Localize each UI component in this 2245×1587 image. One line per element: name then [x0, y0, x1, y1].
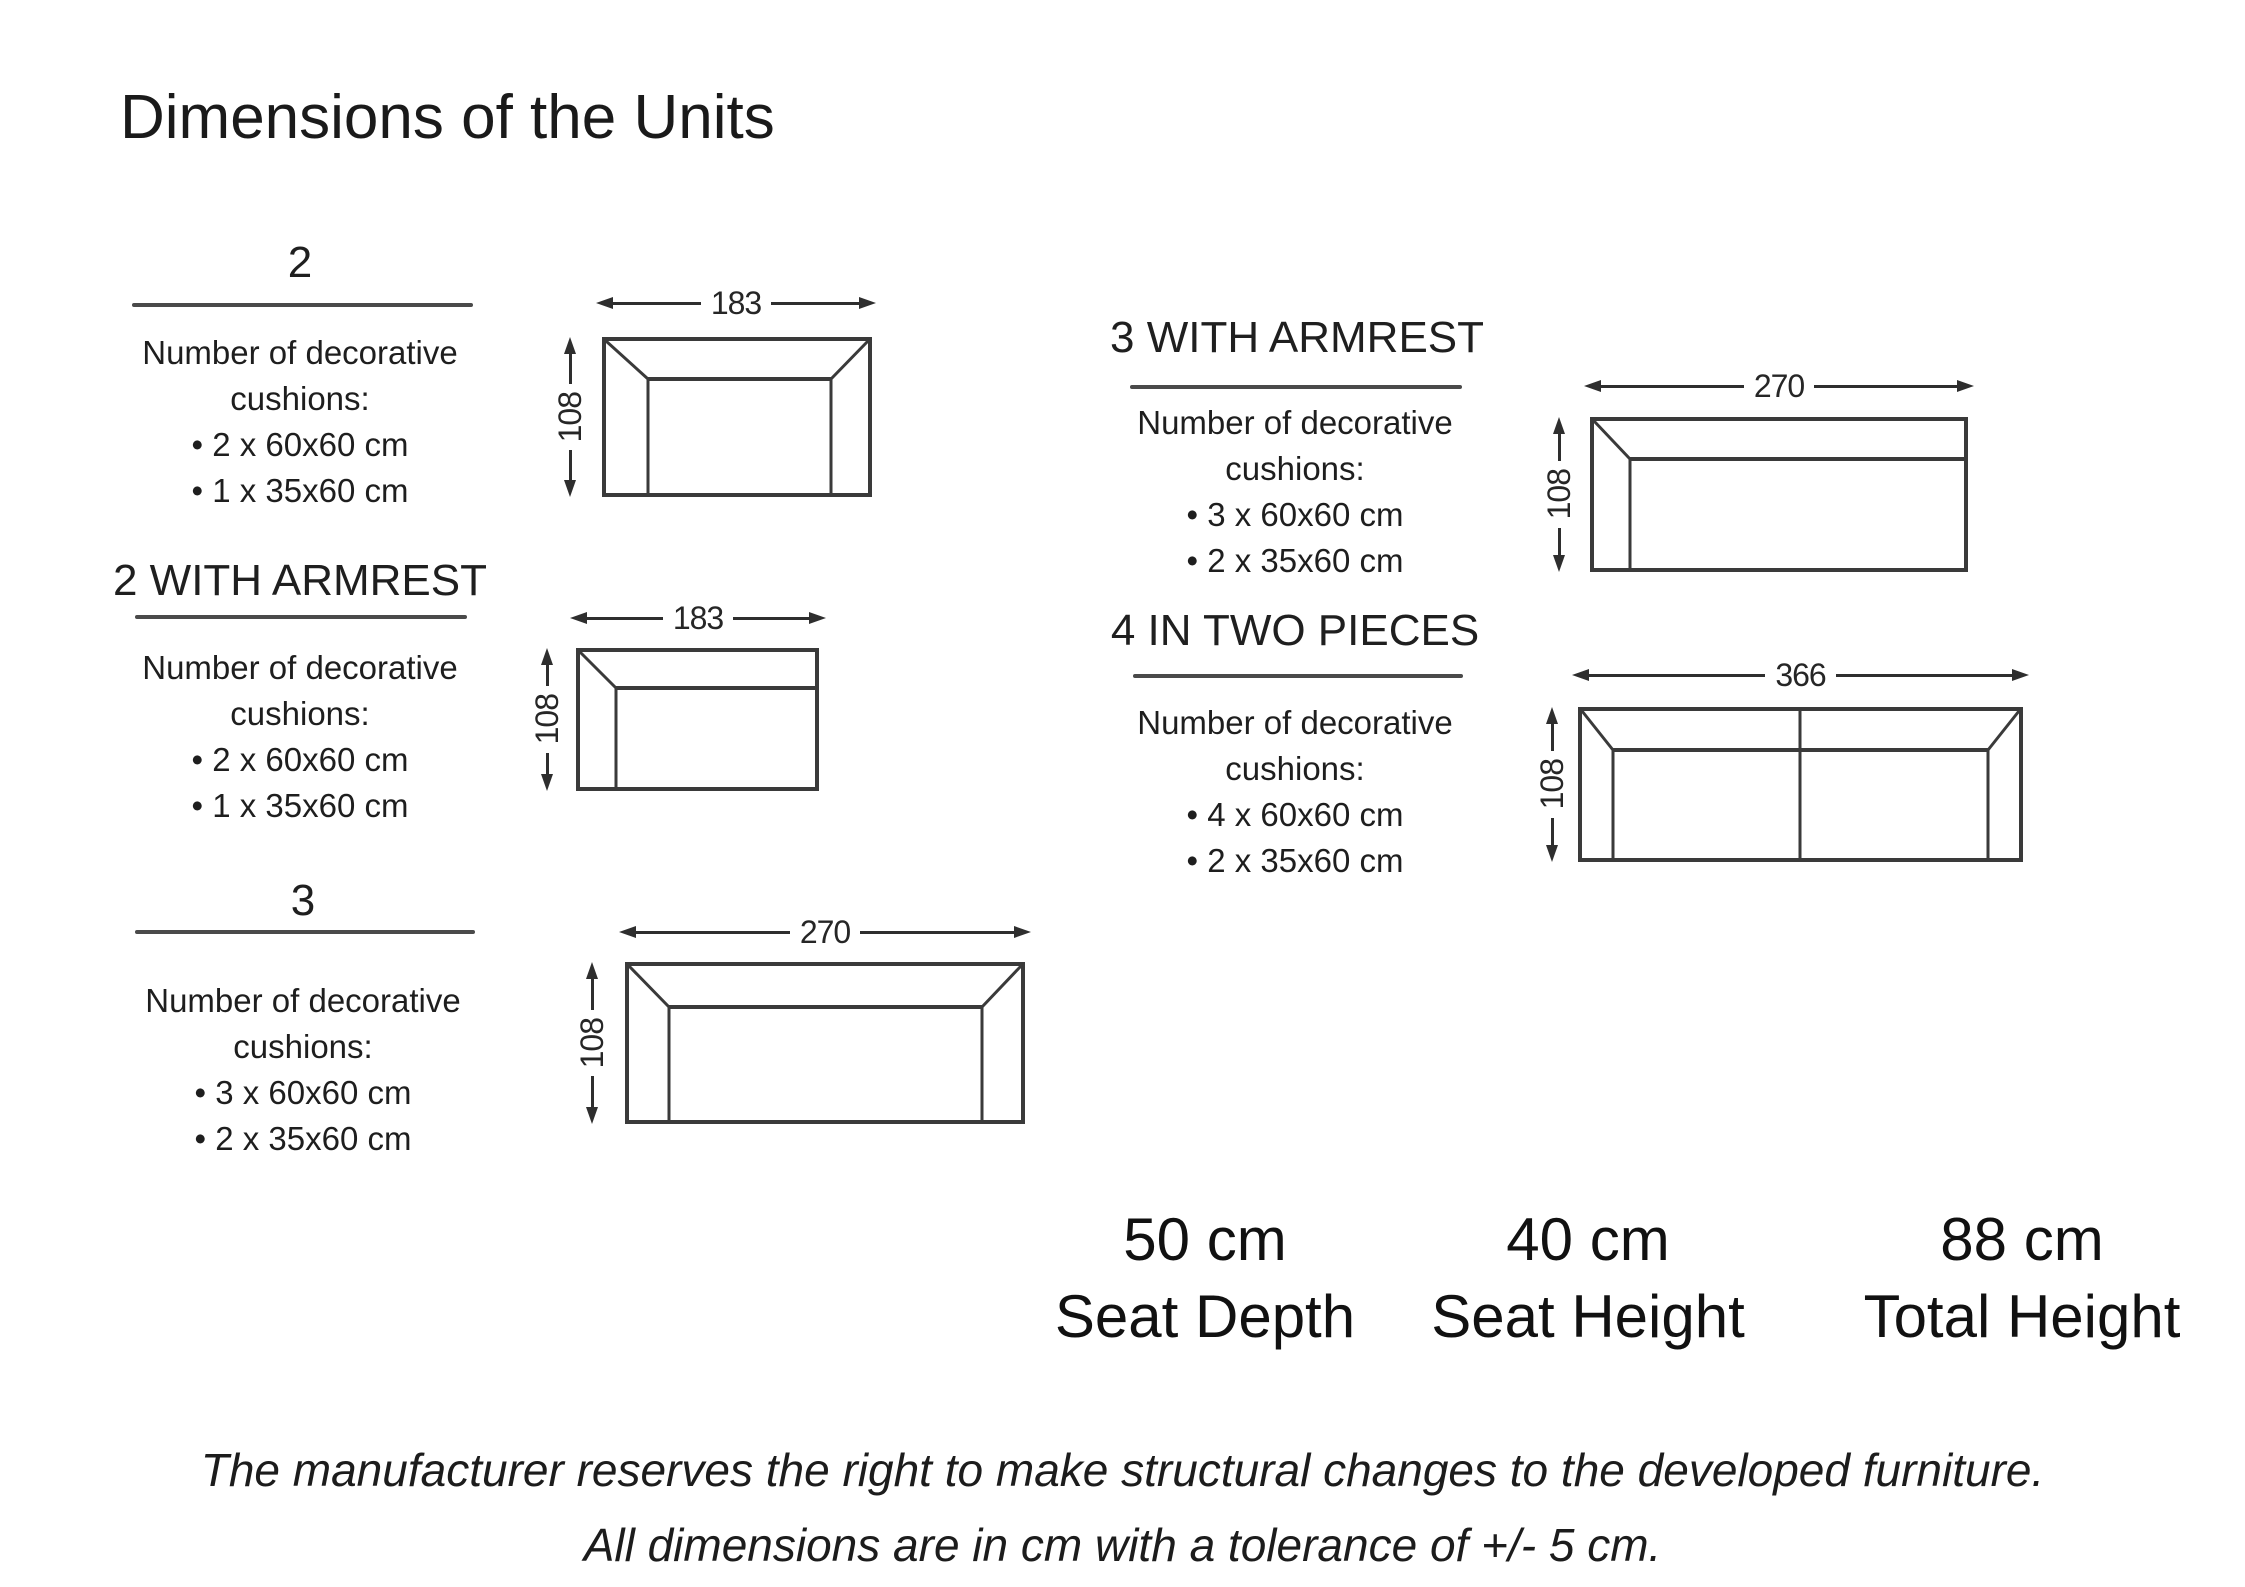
- stat-label: Seat Depth: [1054, 1283, 1356, 1350]
- width-dimension-unit-2-armrest: 183: [570, 599, 827, 636]
- arrowhead-right-icon: [809, 612, 827, 624]
- cushions-line-1: Number of decorative: [142, 334, 458, 371]
- stat-seat-depth: 50 cm Seat Depth: [945, 1198, 1465, 1352]
- stat-seat-height: 40 cm Seat Height: [1328, 1198, 1848, 1352]
- heading-underline: [1130, 385, 1462, 389]
- cushion-bullet: • 2 x 35x60 cm: [1186, 842, 1404, 879]
- cushion-bullet: • 3 x 60x60 cm: [194, 1074, 412, 1111]
- depth-dimension-unit-2-armrest: 108: [528, 648, 565, 792]
- depth-dimension-unit-2: 108: [551, 337, 588, 498]
- dimension-label: 108: [573, 1017, 610, 1069]
- sofa-top-view-unit-2-armrest: [576, 648, 819, 791]
- width-dimension-unit-2: 183: [596, 284, 877, 321]
- arrowhead-left-icon: [1572, 669, 1589, 681]
- section-heading-unit-2: 2: [287, 238, 313, 287]
- arrowhead-right-icon: [859, 297, 877, 309]
- cushion-bullet: • 2 x 35x60 cm: [194, 1120, 412, 1157]
- section-heading-unit-3: 3: [290, 876, 316, 925]
- stat-value: 88 cm: [1940, 1206, 2104, 1273]
- arrowhead-left-icon: [596, 297, 613, 309]
- dimension-label: 270: [1753, 367, 1805, 404]
- cushion-bullet: • 3 x 60x60 cm: [1186, 496, 1404, 533]
- arrowhead-down-icon: [586, 1107, 598, 1125]
- cushion-bullet: • 2 x 60x60 cm: [191, 741, 409, 778]
- dimension-label: 183: [710, 284, 762, 321]
- cushions-line-2: cushions:: [1225, 750, 1365, 787]
- cushions-block-unit-2: Number of decorative cushions: • 2 x 60x…: [110, 330, 490, 514]
- dimension-label: 108: [1540, 469, 1577, 520]
- stat-value: 50 cm: [1123, 1206, 1287, 1273]
- cushion-bullet: • 2 x 35x60 cm: [1186, 542, 1404, 579]
- footer-disclaimer-line-1: The manufacturer reserves the right to m…: [200, 1444, 2045, 1496]
- dimension-label: 366: [1775, 656, 1826, 693]
- heading-underline: [135, 930, 475, 934]
- cushions-block-unit-3: Number of decorative cushions: • 3 x 60x…: [113, 978, 493, 1162]
- stat-total-height: 88 cm Total Height: [1762, 1198, 2245, 1352]
- dimension-label: 108: [1533, 759, 1570, 810]
- arrowhead-right-icon: [1014, 926, 1032, 938]
- cushions-line-1: Number of decorative: [1137, 704, 1453, 741]
- arrowhead-up-icon: [586, 962, 598, 979]
- arrowhead-up-icon: [1553, 417, 1565, 434]
- arrowhead-up-icon: [564, 337, 576, 354]
- arrowhead-right-icon: [1957, 380, 1975, 392]
- cushions-line-1: Number of decorative: [142, 649, 458, 686]
- depth-dimension-unit-4: 108: [1533, 707, 1570, 863]
- section-heading-unit-2-armrest: 2 WITH ARMREST: [112, 556, 488, 605]
- heading-underline: [135, 615, 467, 619]
- dimension-label: 108: [528, 694, 565, 745]
- width-dimension-unit-3-armrest: 270: [1584, 367, 1975, 404]
- arrowhead-up-icon: [541, 648, 553, 665]
- width-dimension-unit-3: 270: [619, 913, 1032, 950]
- arrowhead-down-icon: [1546, 845, 1558, 863]
- page-title: Dimensions of the Units: [120, 83, 775, 152]
- dimension-label: 183: [672, 599, 724, 636]
- dimension-label: 270: [799, 913, 851, 950]
- depth-dimension-unit-3: 108: [573, 962, 610, 1125]
- heading-underline: [1133, 674, 1463, 678]
- footer-disclaimer-line-2: All dimensions are in cm with a toleranc…: [583, 1519, 1662, 1571]
- stat-label: Seat Height: [1431, 1283, 1745, 1350]
- arrowhead-left-icon: [619, 926, 636, 938]
- heading-underline: [132, 303, 473, 307]
- cushions-line-2: cushions:: [1225, 450, 1365, 487]
- cushions-block-unit-3-armrest: Number of decorative cushions: • 3 x 60x…: [1110, 400, 1480, 584]
- sofa-top-view-unit-4-two-pieces: [1578, 707, 2023, 862]
- sofa-top-view-unit-2: [602, 337, 872, 497]
- cushion-bullet: • 2 x 60x60 cm: [191, 426, 409, 463]
- arrowhead-left-icon: [570, 612, 587, 624]
- cushions-line-2: cushions:: [233, 1028, 373, 1065]
- section-heading-unit-4-two-pieces: 4 IN TWO PIECES: [1110, 606, 1480, 655]
- width-dimension-unit-4: 366: [1572, 656, 2030, 693]
- cushion-bullet: • 1 x 35x60 cm: [191, 787, 409, 824]
- cushions-line-2: cushions:: [230, 695, 370, 732]
- dimension-label: 108: [551, 391, 588, 443]
- arrowhead-up-icon: [1546, 707, 1558, 724]
- arrowhead-down-icon: [564, 480, 576, 498]
- cushions-line-2: cushions:: [230, 380, 370, 417]
- cushions-block-unit-4: Number of decorative cushions: • 4 x 60x…: [1110, 700, 1480, 884]
- cushion-bullet: • 4 x 60x60 cm: [1186, 796, 1404, 833]
- arrowhead-left-icon: [1584, 380, 1601, 392]
- cushion-bullet: • 1 x 35x60 cm: [191, 472, 409, 509]
- cushions-block-unit-2-armrest: Number of decorative cushions: • 2 x 60x…: [110, 645, 490, 829]
- cushions-line-1: Number of decorative: [145, 982, 461, 1019]
- arrowhead-right-icon: [2012, 669, 2030, 681]
- arrowhead-down-icon: [541, 774, 553, 792]
- cushions-line-1: Number of decorative: [1137, 404, 1453, 441]
- sofa-top-view-unit-3: [625, 962, 1025, 1124]
- sofa-top-view-unit-3-armrest: [1590, 417, 1968, 572]
- depth-dimension-unit-3-armrest: 108: [1540, 417, 1577, 573]
- stat-label: Total Height: [1863, 1283, 2181, 1350]
- arrowhead-down-icon: [1553, 555, 1565, 573]
- stat-value: 40 cm: [1506, 1206, 1670, 1273]
- section-heading-unit-3-armrest: 3 WITH ARMREST: [1110, 313, 1485, 362]
